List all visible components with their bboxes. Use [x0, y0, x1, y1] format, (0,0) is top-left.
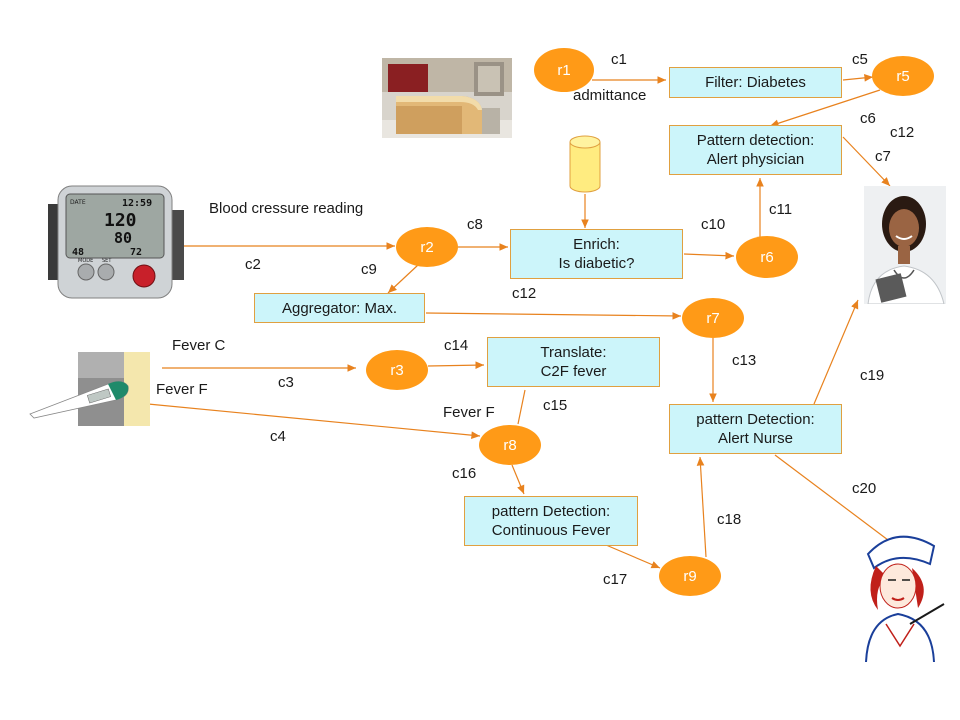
edge-c16: [511, 464, 525, 495]
enrich-label: Enrich: Is diabetic?: [558, 236, 635, 272]
connector-c11: c11: [769, 201, 793, 218]
connector-c12-mid: c12: [512, 285, 537, 302]
node-r9-label: r9: [683, 567, 697, 585]
aggregator-box: Aggregator: Max.: [254, 293, 425, 323]
edge-c17: [605, 544, 661, 569]
edge-c20: [774, 454, 889, 541]
reception-desk-image: [382, 58, 512, 138]
edge-c19: [813, 299, 859, 405]
database-icon: [569, 135, 601, 193]
node-r8-label: r8: [503, 436, 517, 454]
caption-fever-f-left: Fever F: [156, 381, 208, 398]
alert-nurse-box: pattern Detection: Alert Nurse: [669, 404, 842, 454]
edge-c10: [683, 251, 735, 260]
continuous-fever-box: pattern Detection: Continuous Fever: [464, 496, 638, 546]
node-r1: r1: [534, 48, 594, 92]
edge-c14: [427, 361, 485, 369]
pattern-alert-physician-label: Pattern detection: Alert physician: [696, 132, 815, 168]
enrich-box: Enrich: Is diabetic?: [510, 229, 683, 279]
pattern-alert-physician-box: Pattern detection: Alert physician: [669, 125, 842, 175]
node-r1-label: r1: [557, 61, 571, 79]
blood-pressure-monitor-image: DATE 12:59 120 80 48 72 MODE SET: [48, 185, 184, 299]
connector-c16: c16: [452, 465, 477, 482]
connector-c13: c13: [732, 352, 757, 369]
device-mode-label: MODE: [78, 258, 93, 264]
translate-label: Translate: C2F fever: [540, 344, 607, 380]
connector-c1: c1: [611, 51, 627, 68]
connector-c15: c15: [543, 397, 568, 414]
device-diastolic: 80: [114, 229, 132, 247]
connector-c8: c8: [467, 216, 483, 233]
edge-c6: [769, 89, 881, 127]
filter-diabetes-label: Filter: Diabetes: [705, 74, 806, 91]
node-r9: r9: [659, 556, 721, 596]
edge-c12: [425, 312, 682, 320]
thermometer-image: [29, 352, 150, 426]
connector-c20: c20: [852, 480, 877, 497]
node-r6: r6: [736, 236, 798, 278]
device-set-label: SET: [102, 258, 112, 264]
node-r3-label: r3: [390, 361, 404, 379]
connector-c10: c10: [701, 216, 726, 233]
connector-c12-top: c12: [890, 124, 915, 141]
physician-image: [864, 186, 946, 304]
connector-c7: c7: [875, 148, 891, 165]
edge-c9: [387, 264, 419, 294]
node-r7-label: r7: [706, 309, 720, 327]
caption-fever-c: Fever C: [172, 337, 226, 354]
translate-box: Translate: C2F fever: [487, 337, 660, 387]
caption-admittance: admittance: [573, 87, 647, 104]
edge-c5: [842, 74, 874, 82]
node-r2-label: r2: [420, 238, 434, 256]
edge-c15: [517, 389, 526, 425]
filter-diabetes-box: Filter: Diabetes: [669, 67, 842, 98]
caption-fever-f-mid: Fever F: [443, 404, 495, 421]
connector-c14: c14: [444, 337, 469, 354]
connector-c3: c3: [278, 374, 294, 391]
caption-blood-pressure-reading: Blood cressure reading: [209, 200, 364, 217]
node-r6-label: r6: [760, 248, 774, 266]
edge-c7: [842, 136, 891, 187]
connector-c2: c2: [245, 256, 261, 273]
connector-c19: c19: [860, 367, 885, 384]
edge-c18: [696, 456, 707, 558]
node-r2: r2: [396, 227, 458, 267]
node-r7: r7: [682, 298, 744, 338]
device-mem: 48: [72, 247, 84, 258]
connector-c18: c18: [717, 511, 742, 528]
node-r5-label: r5: [896, 67, 910, 85]
node-r3: r3: [366, 350, 428, 390]
edge-c4: [147, 403, 481, 439]
node-r5: r5: [872, 56, 934, 96]
nurse-image: [865, 535, 945, 662]
connector-c17: c17: [603, 571, 628, 588]
connector-c5: c5: [852, 51, 868, 68]
aggregator-label: Aggregator: Max.: [281, 299, 398, 317]
device-pulse: 72: [130, 247, 142, 258]
device-systolic: 120: [104, 210, 137, 231]
device-time: 12:59: [122, 198, 152, 209]
svg-text:DATE: DATE: [70, 199, 86, 206]
alert-nurse-label: pattern Detection: Alert Nurse: [696, 411, 815, 447]
node-r8: r8: [479, 425, 541, 465]
connector-c9: c9: [361, 261, 377, 278]
continuous-fever-label: pattern Detection: Continuous Fever: [491, 503, 611, 539]
connector-c6: c6: [860, 110, 876, 127]
connector-c4: c4: [270, 428, 286, 445]
